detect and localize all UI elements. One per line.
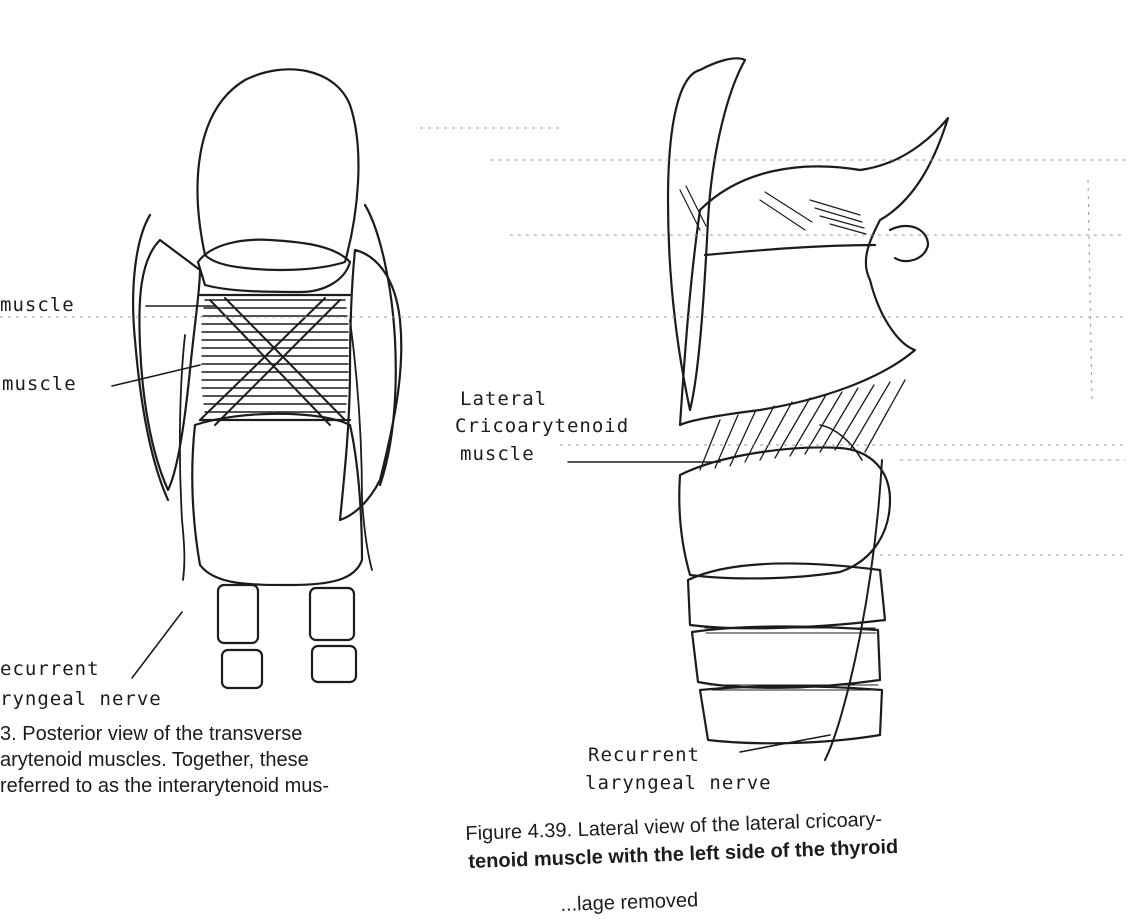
- lateral-cricoarytenoid-muscle: [700, 380, 905, 470]
- lateral-view-larynx: [568, 58, 948, 760]
- leader-line-nerve-left: [132, 612, 182, 678]
- tracheal-ring-left-1: [218, 585, 258, 643]
- scan-artifact-lines: [0, 128, 1125, 555]
- recurrent-nerve-left: [180, 335, 185, 580]
- label-recurrent-nerve-line1: ecurrent: [0, 658, 100, 680]
- left-caption-line3: referred to as the interarytenoid mus-: [0, 774, 329, 798]
- label-muscle-upper: muscle: [0, 294, 75, 316]
- tracheal-ring-right-1: [310, 588, 354, 640]
- lateral-thyroid-cartilage: [680, 118, 948, 425]
- superior-horn-left: [133, 215, 168, 500]
- tracheal-ring-left-2: [222, 650, 262, 688]
- thyroid-lamina-left: [139, 240, 200, 490]
- label-lca-line3: muscle: [460, 443, 535, 465]
- lateral-thyroid-upper-edge: [705, 245, 875, 255]
- leader-line-muscle-lower: [112, 365, 200, 386]
- label-muscle-lower: muscle: [2, 373, 77, 395]
- lateral-cricoid-cartilage: [679, 447, 890, 578]
- posterior-view-larynx: [112, 69, 401, 688]
- label-lca-line1: Lateral: [460, 388, 547, 410]
- label-lca-line2: Cricoarytenoid: [455, 415, 629, 437]
- label-lateral-nerve-line1: Recurrent: [588, 744, 700, 766]
- lateral-trachea-ring-3: [700, 686, 882, 743]
- thyroid-lamina-right: [340, 250, 401, 520]
- lateral-arytenoid: [890, 226, 928, 261]
- lateral-trachea-membrane: [705, 628, 878, 690]
- lateral-trachea-ring-2: [692, 626, 880, 687]
- lateral-recurrent-nerve: [825, 460, 882, 760]
- left-caption-line2: arytenoid muscles. Together, these: [0, 748, 309, 772]
- label-recurrent-nerve-line2: ryngeal nerve: [0, 688, 162, 710]
- lateral-epiglottis: [668, 58, 745, 410]
- tracheal-ring-right-2: [312, 646, 356, 682]
- cricoid-body: [192, 414, 362, 585]
- superior-horn-right: [365, 205, 396, 485]
- right-caption-line3: ...lage removed: [560, 888, 699, 917]
- lateral-trachea-ring-1: [688, 563, 885, 628]
- left-caption-line1: 3. Posterior view of the transverse: [0, 722, 302, 746]
- label-lateral-nerve-line2: laryngeal nerve: [585, 772, 772, 794]
